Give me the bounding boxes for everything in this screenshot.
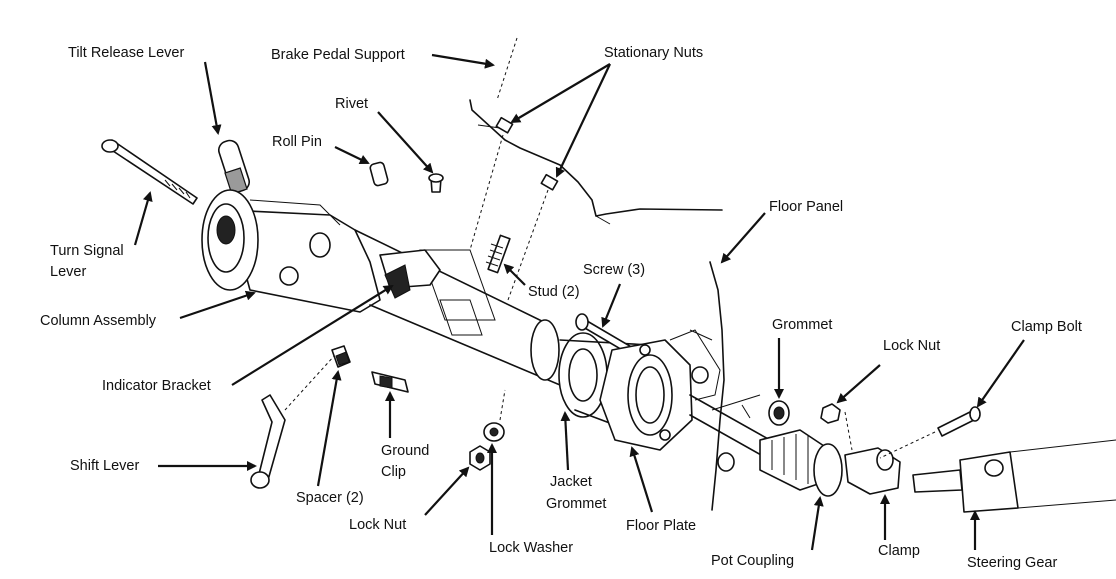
label-floor-plate: Floor Plate [626,518,696,534]
rivet-part [428,173,444,193]
arrow-brake-pedal-support [431,53,495,69]
label-clamp-bolt: Clamp Bolt [1011,319,1082,335]
indicator-bracket-part [379,249,441,299]
label-jacket-grommet-line1: Jacket [550,474,592,490]
leader-arrows [133,53,1025,551]
arrow-clamp-bolt [976,339,1025,408]
lock-nut-right-part [820,403,853,451]
brake-pedal-support-part [469,37,723,225]
label-spacer: Spacer (2) [296,490,364,506]
label-turn-signal-lever-line1: Turn Signal [50,243,124,259]
label-grommet: Grommet [772,317,832,333]
label-lock-nut-right: Lock Nut [883,338,940,354]
label-pot-coupling: Pot Coupling [711,553,794,569]
label-lock-nut-left: Lock Nut [349,517,406,533]
label-brake-pedal-support: Brake Pedal Support [271,47,405,63]
clamp-part [844,447,901,495]
label-shift-lever: Shift Lever [70,458,139,474]
label-indicator-bracket: Indicator Bracket [102,378,211,394]
label-roll-pin: Roll Pin [272,134,322,150]
label-floor-panel: Floor Panel [769,199,843,215]
shaft-part [689,394,771,472]
label-lock-washer: Lock Washer [489,540,573,556]
arrow-screw [601,283,622,328]
lock-nut-left-part [469,445,491,471]
arrow-column-assembly [179,290,256,320]
arrow-rivet [377,111,434,174]
label-steering-gear: Steering Gear [967,555,1057,571]
clamp-bolt-part [879,406,981,459]
label-stationary-nuts: Stationary Nuts [604,45,703,61]
tilt-release-lever-part [217,139,251,195]
stud-part [485,234,511,274]
arrow-floor-plate [629,446,654,513]
arrow-jacket-grommet [560,411,571,471]
turn-signal-lever-part [101,139,198,205]
label-screw: Screw (3) [583,262,645,278]
arrow-spacer [316,370,342,487]
roll-pin-part [369,161,389,187]
arrow-tilt-release-lever [203,61,222,135]
arrow-lock-nut-left [424,466,470,516]
jacket-grommet-part [558,332,656,441]
arrow-turn-signal-lever [133,191,153,246]
label-tilt-release-lever: Tilt Release Lever [68,45,184,61]
ground-clip-part [371,371,409,393]
label-ground-clip-line1: Ground [381,443,429,459]
steering-gear-part [912,439,1116,513]
floor-plate-part [599,329,721,451]
arrow-roll-pin [334,146,370,165]
label-clamp: Clamp [878,543,920,559]
floor-panel-part [689,261,725,511]
label-ground-clip-line2: Clip [381,464,406,480]
stationary-nuts-part [469,116,559,301]
arrow-stationary-nuts-1 [510,63,611,124]
label-column-assembly: Column Assembly [40,313,157,329]
label-jacket-grommet-line2: Grommet [546,496,606,512]
lock-washer-part [483,389,506,442]
shift-lever-part [250,354,336,489]
arrow-indicator-bracket [231,284,394,386]
arrow-stationary-nuts-2 [555,63,611,178]
spacer-part [331,345,351,368]
grommet-part [768,400,790,426]
label-stud: Stud (2) [528,284,580,300]
arrow-floor-panel [720,212,766,264]
arrow-lock-nut-right [836,364,881,404]
arrow-pot-coupling [810,496,824,551]
pot-coupling-part [759,429,843,497]
callout-labels: Tilt Release Lever Brake Pedal Support S… [40,45,1082,571]
label-turn-signal-lever-line2: Lever [50,264,86,280]
column-assembly-part [201,189,561,386]
arrow-stud [503,263,526,286]
label-rivet: Rivet [335,96,368,112]
